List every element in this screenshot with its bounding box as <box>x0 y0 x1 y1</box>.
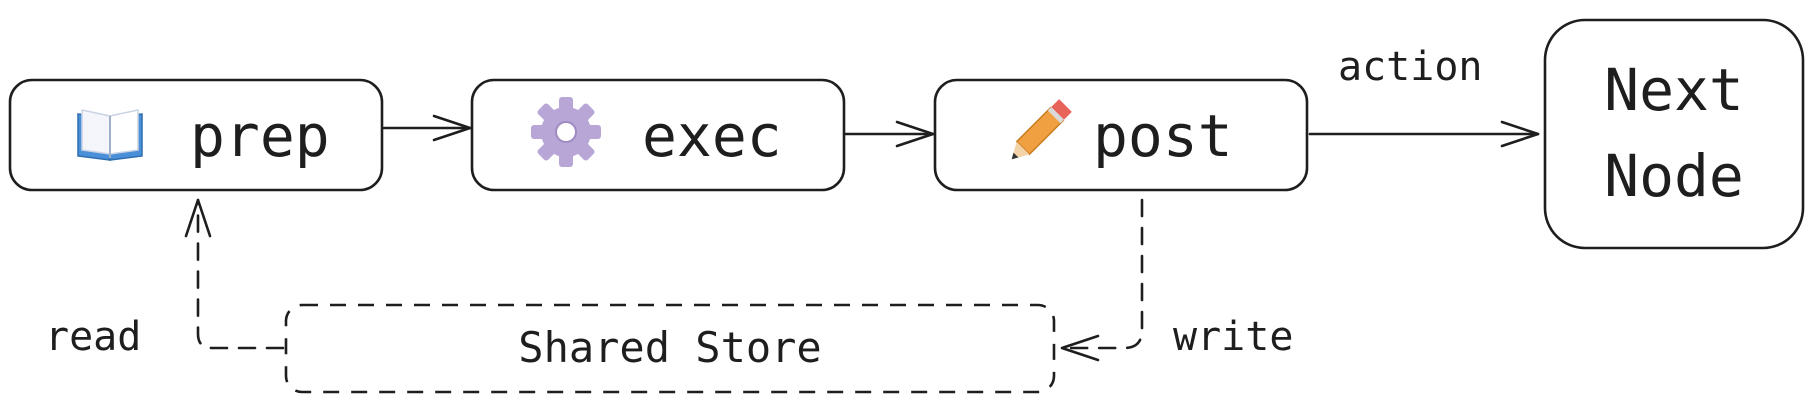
post-label: post <box>1093 102 1233 170</box>
arrow-store-read-prep <box>184 198 285 350</box>
next-node-label-line2: Node <box>1604 142 1744 210</box>
shared-store: Shared Store <box>284 303 1056 394</box>
gear-icon <box>531 97 601 167</box>
exec-node: exec <box>470 78 846 192</box>
read-label: read <box>45 314 141 360</box>
next-node: Next Node <box>1543 18 1805 250</box>
pencil-icon <box>1011 99 1072 160</box>
next-node-label-line1: Next <box>1604 56 1744 124</box>
action-label: action <box>1338 44 1483 90</box>
prep-label: prep <box>190 102 330 170</box>
write-label: write <box>1173 314 1293 360</box>
shared-store-label: Shared Store <box>518 323 821 372</box>
exec-label: exec <box>642 102 782 170</box>
prep-node: prep <box>8 78 384 192</box>
open-book-icon <box>77 109 143 161</box>
arrow-post-write-store <box>1060 198 1144 362</box>
post-node: post <box>933 78 1309 192</box>
